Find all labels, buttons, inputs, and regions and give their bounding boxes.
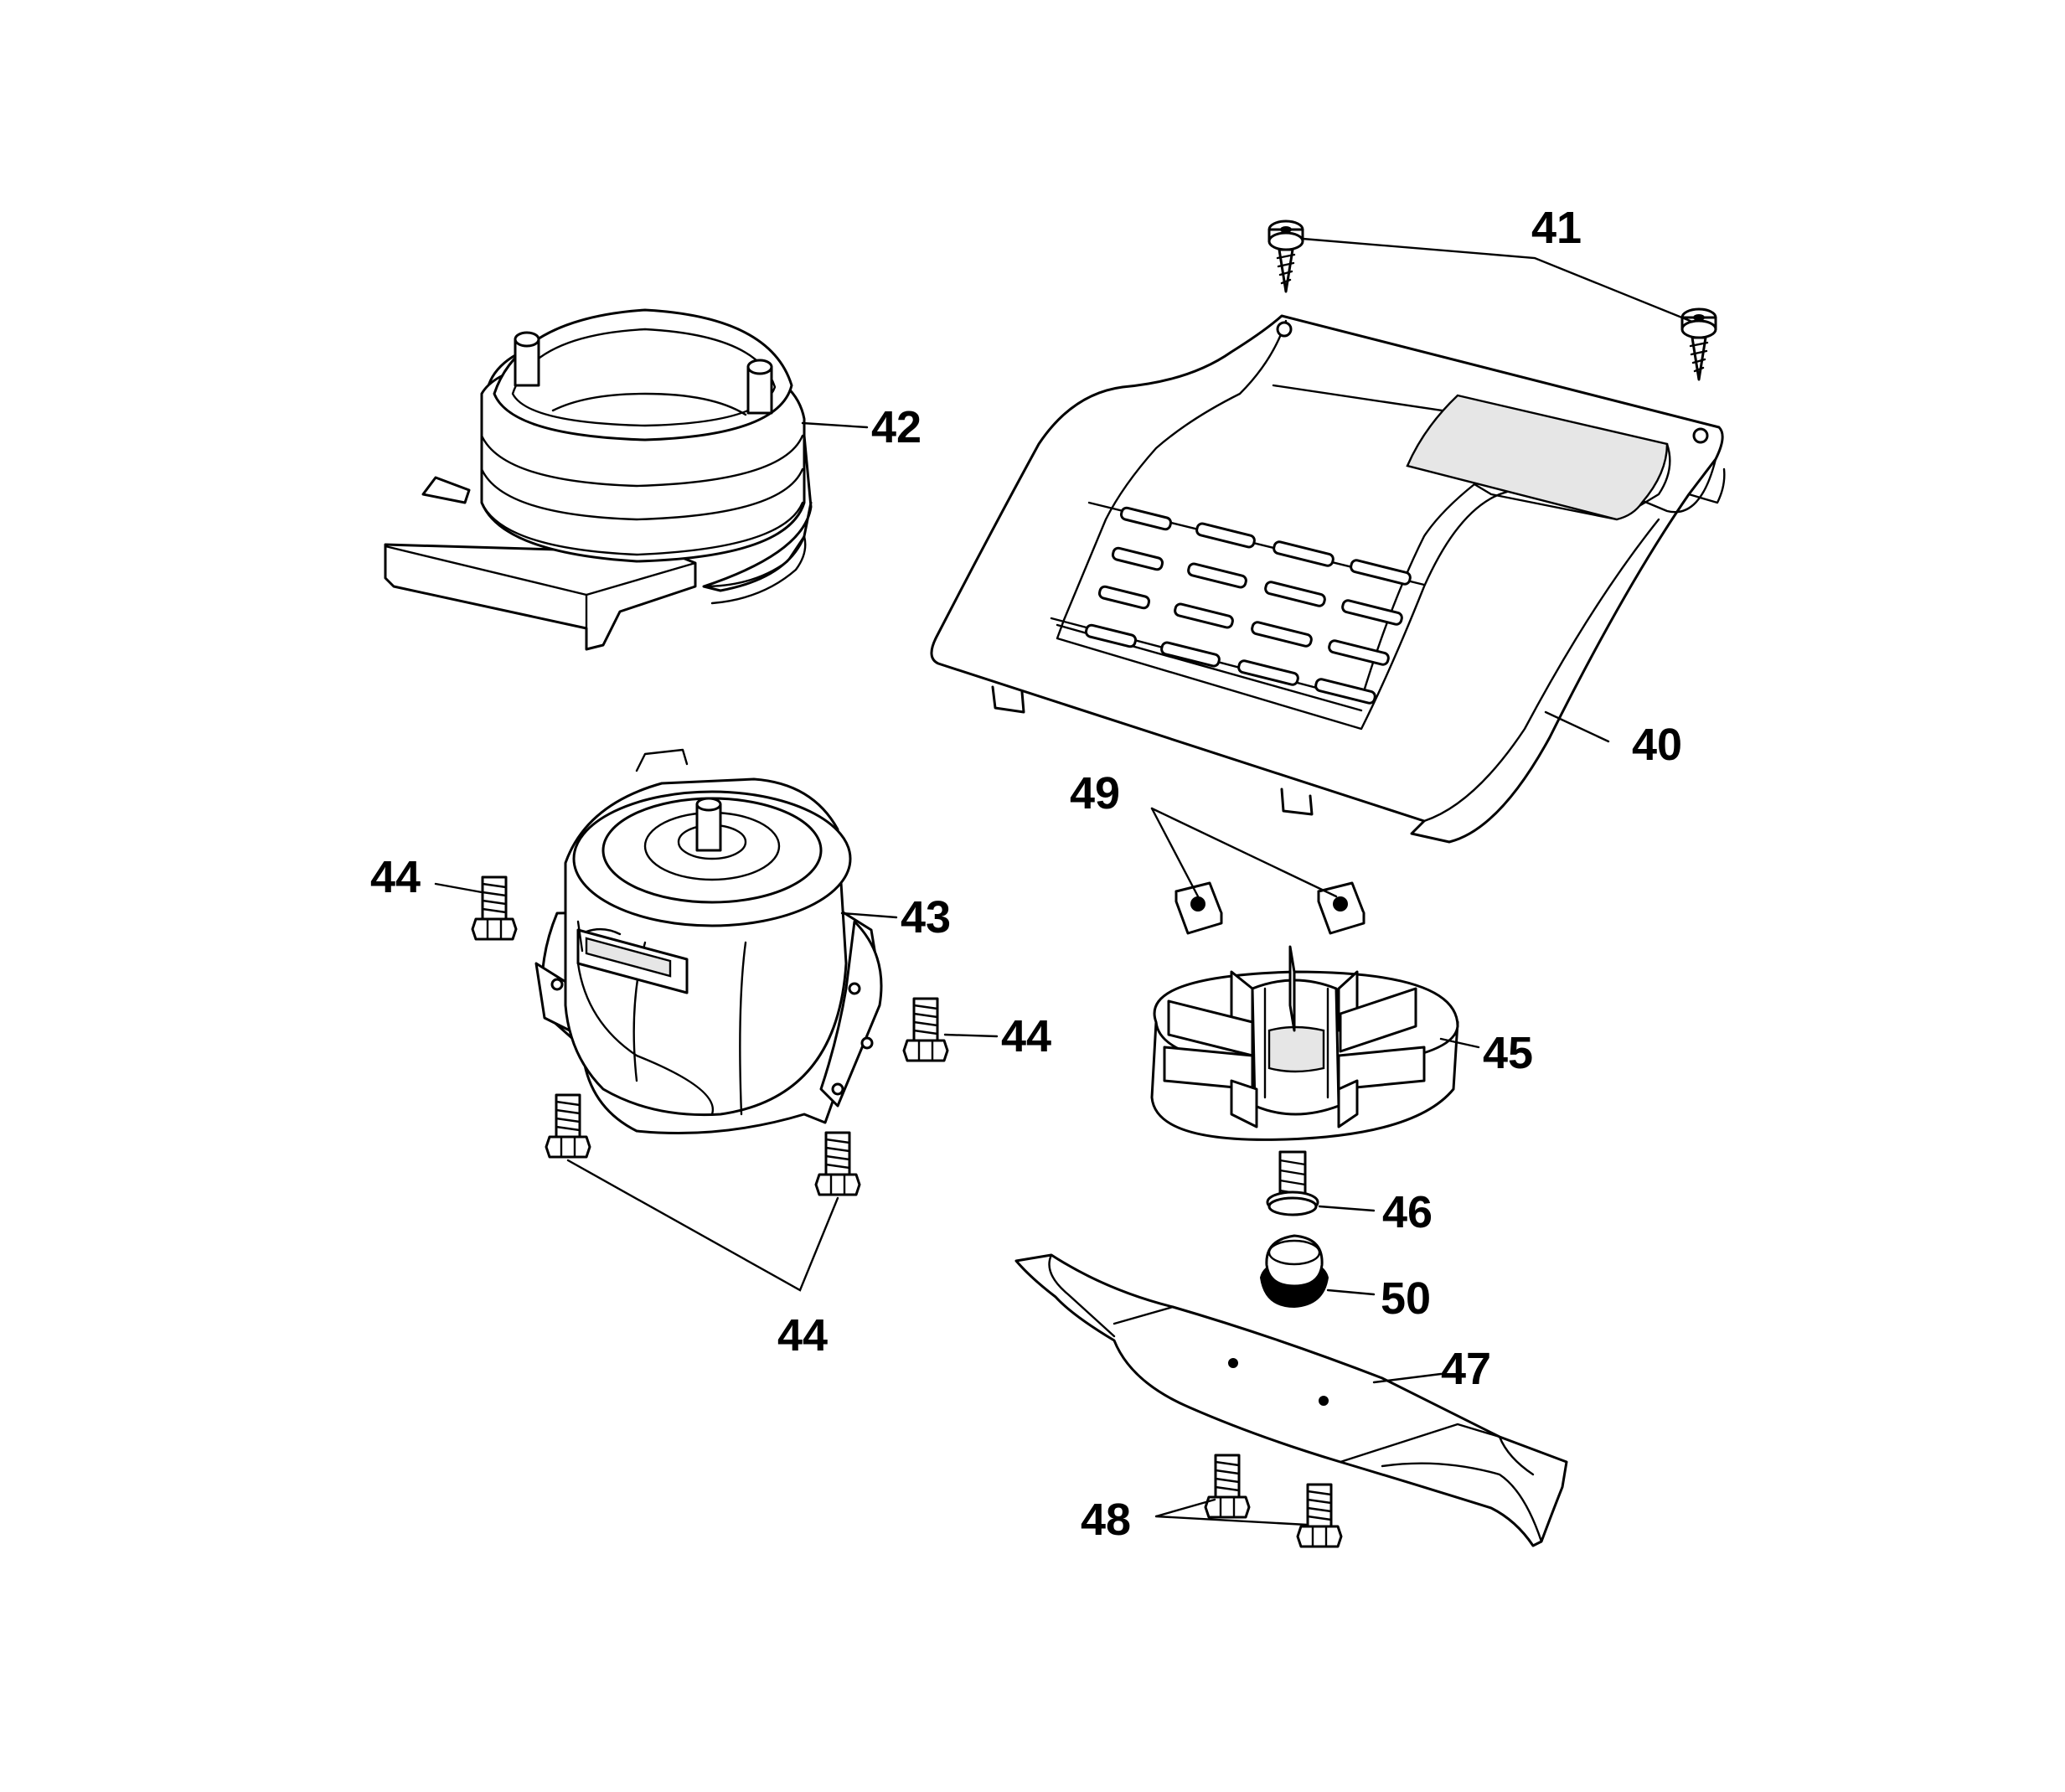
leader-lines [434,237,1694,1526]
blade-bolt-part [1266,1150,1319,1216]
cover-part [930,314,1726,844]
fan-part [1150,945,1459,1141]
callout-46: 46 [1382,1187,1433,1237]
motor-housing-adapter-part [384,308,813,651]
cover-vents [1084,506,1412,705]
motor-part [534,748,883,1134]
nut-part [1174,881,1365,935]
callout-49: 49 [1070,768,1120,819]
blade-part [1014,1253,1568,1547]
callout-44-right: 44 [1001,1011,1051,1061]
callout-45: 45 [1483,1028,1533,1078]
callout-43: 43 [901,892,951,942]
callout-42: 42 [871,402,922,452]
callout-47: 47 [1441,1344,1491,1394]
callout-44-top-left: 44 [370,852,421,902]
callout-50: 50 [1381,1273,1431,1324]
callout-48: 48 [1081,1495,1131,1545]
callout-40: 40 [1632,720,1682,770]
blade-adapter-part [1259,1234,1329,1309]
callout-labels: 40 41 42 43 44 44 44 45 46 47 48 49 50 [370,203,1682,1545]
blade-screw-part [1204,1454,1343,1548]
callout-41: 41 [1531,203,1582,253]
callout-44-bottom: 44 [777,1310,828,1361]
